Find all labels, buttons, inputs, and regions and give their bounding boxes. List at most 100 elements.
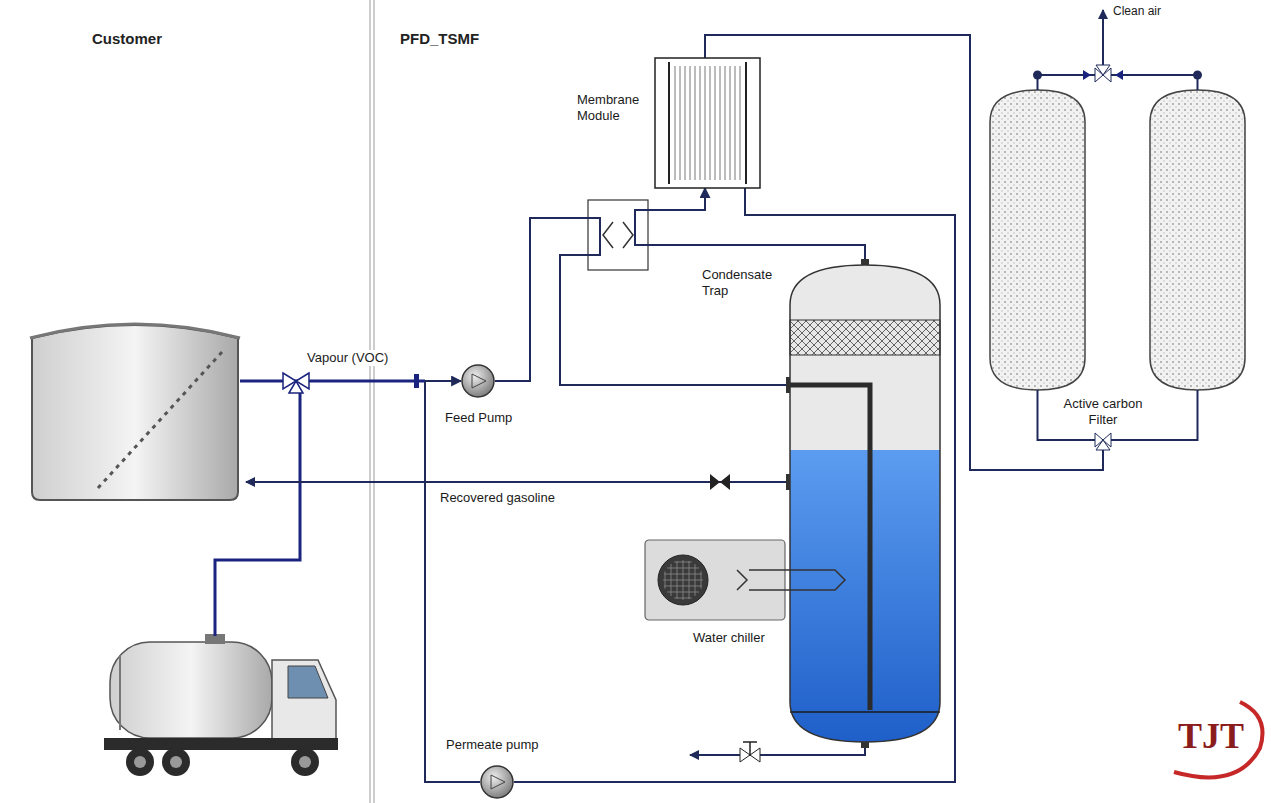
label-holder: Condensate Trap xyxy=(702,267,780,298)
water-chiller-outline-part xyxy=(664,586,702,587)
condensate-trap-outline-part xyxy=(790,265,940,742)
label-holder: Water chiller xyxy=(693,630,765,646)
node-label: Feed Pump xyxy=(445,410,512,426)
water-chiller-outline-part xyxy=(663,580,703,581)
membrane-module-outline-part xyxy=(720,66,721,180)
water-chiller-outline-part xyxy=(664,574,702,575)
permeate-pump: Permeate pump xyxy=(480,765,514,799)
panel-separator-part xyxy=(369,0,371,803)
membrane-module-outline-part xyxy=(668,62,670,184)
membrane-module-outline-part xyxy=(680,66,681,180)
drain-line xyxy=(690,742,865,762)
condensate-trap-outline-part xyxy=(861,259,869,265)
label-holder: Active carbon Filter xyxy=(1058,396,1148,427)
pipe-connector xyxy=(425,381,480,782)
tanker-truck-part xyxy=(272,660,336,745)
pipe-connector xyxy=(514,188,955,782)
carbon-filter: Active carbon Filter xyxy=(985,60,1250,455)
carbon-filter-outline xyxy=(985,60,1250,455)
water-chiller-outline xyxy=(645,540,785,620)
storage-tank-part xyxy=(98,352,222,488)
drain-line-part xyxy=(743,742,757,755)
recovered-gasoline-line-part xyxy=(246,481,790,483)
drain-line-part xyxy=(750,748,760,762)
recovered-gasoline-line-part xyxy=(710,474,720,490)
clean-air-outlet xyxy=(1103,10,1104,68)
condensate-trap: Condensate Trap xyxy=(790,265,940,742)
water-chiller-outline-part xyxy=(749,570,845,590)
feed-pump: Feed Pump xyxy=(461,364,495,398)
tanker-truck-part xyxy=(134,756,146,768)
condensate-trap-outline-part xyxy=(790,320,940,355)
node-label: Permeate pump xyxy=(446,737,539,753)
vapour-line xyxy=(215,381,425,636)
permeate-pump-outline-part xyxy=(491,775,505,789)
membrane-module-outline-part xyxy=(710,66,711,180)
feed-pump-outline-part xyxy=(462,365,494,397)
outlet-label: Clean air xyxy=(1113,4,1161,18)
vapour-line-part xyxy=(240,380,425,383)
membrane-module-outline-part xyxy=(740,66,741,180)
membrane-module-outline-part xyxy=(715,66,716,180)
condensate-trap-outline-part xyxy=(790,711,940,713)
water-chiller: Water chiller xyxy=(645,540,785,620)
panel-separator-part xyxy=(373,0,375,803)
carbon-filter-outline-part xyxy=(1038,390,1198,455)
storage-tank-part xyxy=(32,325,238,500)
water-chiller-outline-part xyxy=(667,568,699,569)
water-chiller-outline-part xyxy=(737,570,747,590)
condensate-trap-outline-part xyxy=(790,385,870,710)
heat-exchanger-part xyxy=(623,222,633,248)
carbon-filter-outline-part xyxy=(1115,70,1123,80)
three-way-valve-part xyxy=(289,381,303,393)
water-chiller-outline-part xyxy=(674,598,691,599)
condensate-trap-outline-part xyxy=(790,450,940,742)
stream-label: Vapour (VOC) xyxy=(305,350,390,366)
tanker-truck-part xyxy=(119,655,121,730)
logo-text: TJT xyxy=(1178,718,1244,754)
carbon-filter-outline-part xyxy=(1150,90,1245,390)
panel-heading: PFD_TSMF xyxy=(400,30,479,48)
membrane-module-outline-part xyxy=(735,66,736,180)
condensate-trap-outline-part xyxy=(786,377,790,393)
tanker-truck-part xyxy=(126,748,154,776)
stream-label: Recovered gasoline xyxy=(440,490,555,506)
tanker-truck-part xyxy=(162,748,190,776)
label-holder: Membrane Module xyxy=(577,92,649,123)
company-logo xyxy=(1174,702,1263,777)
pipe-connector xyxy=(635,188,865,265)
plant-panel: PFD_TSMF Membrane ModuleFeed Pump Condensa… xyxy=(374,0,1271,803)
carbon-filter-outline-part xyxy=(1193,71,1202,80)
membrane-module-outline-part xyxy=(700,66,701,180)
drain-line-part xyxy=(740,748,750,762)
tanker-truck-part xyxy=(110,642,272,738)
membrane-module-outline-part xyxy=(690,66,691,180)
carbon-filter-outline-part xyxy=(1033,71,1042,80)
tanker-truck-part xyxy=(288,666,328,698)
label-holder: TJT xyxy=(1178,718,1244,754)
membrane-module-outline-part xyxy=(730,66,731,180)
node-label: Condensate Trap xyxy=(702,267,780,298)
label-holder: Clean air xyxy=(1113,4,1161,18)
membrane-module-outline-part xyxy=(705,66,706,180)
pipe-connector xyxy=(495,218,790,385)
permeate-pump-outline xyxy=(480,765,514,799)
label-holder: Customer xyxy=(92,30,162,48)
membrane-module-outline-part xyxy=(675,66,676,180)
vapour-line-part xyxy=(215,391,300,636)
tanker-truck xyxy=(104,634,338,776)
carbon-filter-outline-part xyxy=(1038,75,1198,90)
label-holder: Recovered gasoline xyxy=(440,490,555,506)
membrane-module-outline-part xyxy=(685,66,686,180)
pipe-flange xyxy=(414,374,419,388)
feed-pump-outline-part xyxy=(472,374,486,388)
feed-pump-outline xyxy=(461,364,495,398)
carbon-filter-outline-part xyxy=(1096,65,1110,75)
condensate-trap-outline xyxy=(790,265,940,742)
storage-tank-part xyxy=(30,324,240,338)
label-holder: PFD_TSMF xyxy=(400,30,479,48)
carbon-filter-outline-part xyxy=(990,90,1085,390)
membrane-module-outline-part xyxy=(655,58,760,188)
clean-air-outlet-part xyxy=(1102,10,1104,68)
